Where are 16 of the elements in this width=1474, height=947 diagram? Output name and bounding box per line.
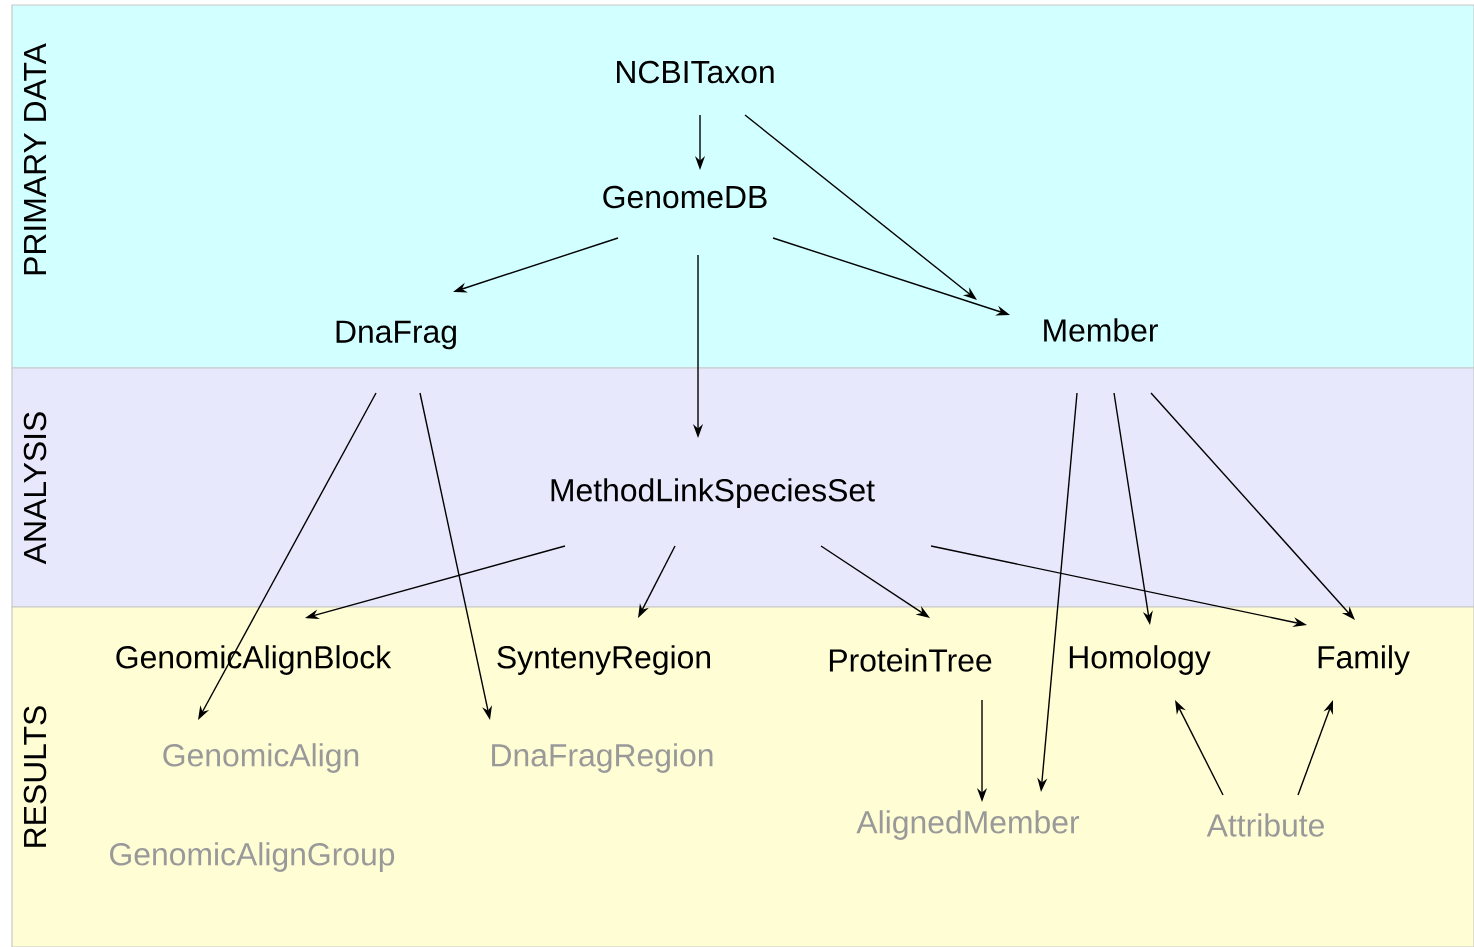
entity-label: ProteinTree (823, 644, 997, 676)
entity-label: DnaFrag (330, 316, 462, 354)
arrow (744, 114, 977, 300)
entity-label: SyntenyRegion (491, 641, 717, 679)
arrow (1150, 392, 1355, 620)
entity-label: GenomeDB (597, 181, 773, 213)
entity-label: Family (1312, 641, 1414, 679)
entity-label: GenomicAlign (157, 739, 365, 777)
entity-label: Member (1037, 314, 1163, 346)
entity-label: AlignedMember (852, 806, 1084, 844)
entity-label: GenomicAlignGroup (104, 838, 400, 876)
entity-label: NCBITaxon (610, 56, 780, 88)
entity-label: DnaFragRegion (485, 739, 719, 777)
entity-label: Attribute (1202, 809, 1330, 841)
entity-label: Homology (1063, 641, 1215, 679)
entity-label: MethodLinkSpeciesSet (545, 474, 880, 512)
